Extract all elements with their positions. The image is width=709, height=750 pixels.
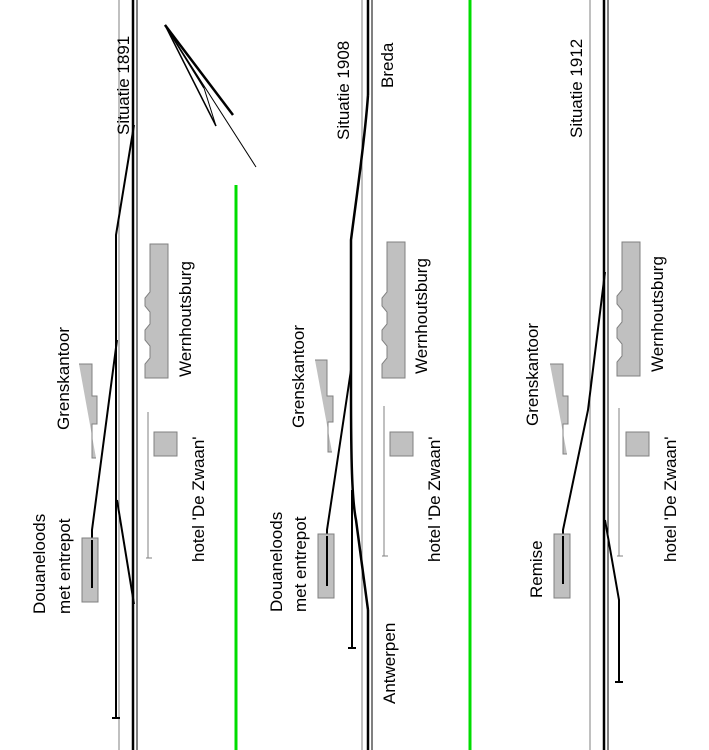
douaneloods-label: Douaneloods — [30, 514, 49, 614]
remise-label: Remise — [527, 540, 546, 598]
grenskantoor-building — [550, 363, 569, 455]
panel-1908: Situatie 1908 Breda Antwerpen Wernhoutsb… — [267, 0, 444, 750]
curved-track — [349, 94, 370, 611]
grenskantoor-label: Grenskantoor — [289, 325, 308, 428]
siding-track — [604, 519, 620, 682]
panel-1912: Situatie 1912 Wernhoutsburg Grenskantoor… — [523, 0, 680, 750]
hotel-label: hotel 'De Zwaan' — [661, 436, 680, 562]
hotel-building — [625, 431, 650, 457]
hotel-building — [153, 431, 178, 457]
wernhoutsburg-label: Wernhoutsburg — [176, 261, 195, 377]
hotel-label: hotel 'De Zwaan' — [189, 436, 208, 562]
hotel-building — [389, 431, 414, 457]
destination-antwerpen-label: Antwerpen — [380, 623, 399, 704]
panel-title: Situatie 1912 — [567, 39, 586, 138]
panel-title: Situatie 1891 — [114, 36, 133, 135]
destination-breda-label: Breda — [378, 42, 397, 88]
entrepot-label: met entrepot — [55, 518, 74, 614]
panel-1891: Situatie 1891 Wernhoutsburg Grenskantoor… — [30, 0, 208, 750]
wernhoutsburg-building — [144, 243, 169, 379]
hotel-label: hotel 'De Zwaan' — [425, 436, 444, 562]
wernhoutsburg-building — [616, 241, 641, 377]
grenskantoor-building — [315, 359, 334, 453]
panel-title: Situatie 1908 — [334, 41, 353, 140]
douaneloods-label: Douaneloods — [267, 512, 286, 612]
grenskantoor-label: Grenskantoor — [523, 323, 542, 426]
grenskantoor-label: Grenskantoor — [54, 327, 73, 430]
wernhoutsburg-label: Wernhoutsburg — [648, 256, 667, 372]
grenskantoor-building — [79, 363, 98, 459]
wernhoutsburg-building — [381, 241, 406, 379]
siding-track — [115, 124, 135, 718]
entrepot-label: met entrepot — [291, 516, 310, 612]
crossover-track — [116, 499, 135, 605]
douaneloods-building — [81, 537, 99, 603]
north-arrow-icon — [164, 24, 257, 168]
wernhoutsburg-label: Wernhoutsburg — [412, 258, 431, 374]
